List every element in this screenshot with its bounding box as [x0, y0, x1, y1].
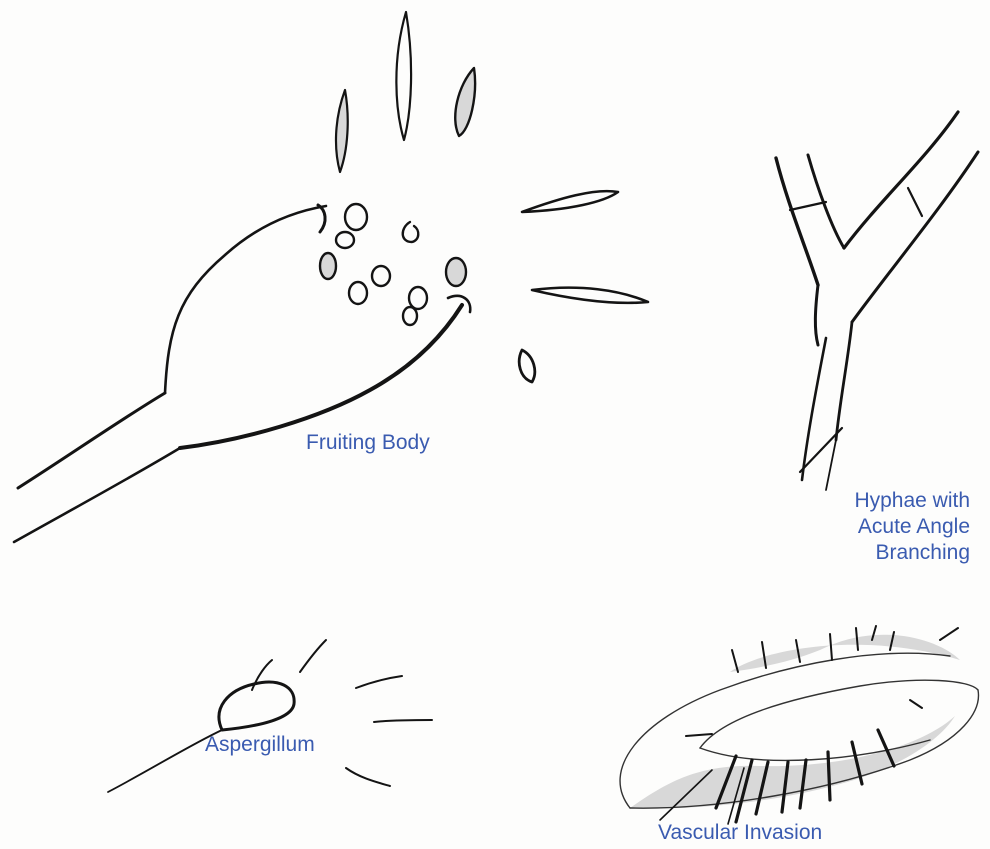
aspergillum-drawing — [108, 640, 432, 792]
vascular-invasion-drawing — [620, 626, 978, 824]
fruiting-body-label: Fruiting Body — [306, 430, 430, 456]
hyphae-drawing — [776, 112, 978, 490]
hyphae-label-line-2: Acute Angle — [770, 514, 970, 540]
fruiting-body-drawing — [14, 12, 648, 542]
hyphae-label-line-3: Branching — [770, 540, 970, 566]
vascular-invasion-label: Vascular Invasion — [658, 820, 822, 846]
hyphae-label: Hyphae with Acute Angle Branching — [770, 488, 970, 566]
aspergillum-label: Aspergillum — [205, 732, 315, 758]
hyphae-label-line-1: Hyphae with — [770, 488, 970, 514]
